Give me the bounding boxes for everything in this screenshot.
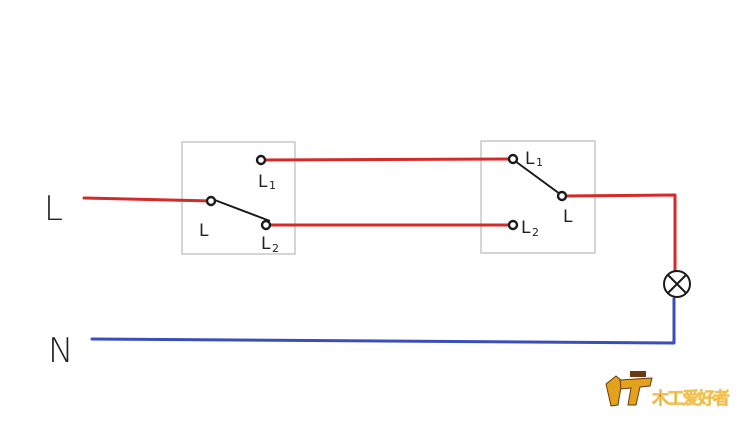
switch-1-lever — [211, 198, 271, 222]
neutral-label: N — [48, 331, 73, 371]
switch-1-label-common: L — [199, 221, 209, 241]
traveler-wire-1 — [260, 157, 514, 162]
switch-1-terminal-2 — [260, 219, 272, 231]
svg-text:2: 2 — [272, 242, 279, 255]
svg-text:L: L — [525, 149, 535, 169]
svg-text:1: 1 — [536, 156, 543, 169]
switch-2-terminal-common — [556, 190, 568, 202]
switch-1-terminal-common — [205, 195, 217, 207]
lamp-symbol-icon — [663, 270, 691, 298]
switch-1-terminal-1 — [255, 154, 267, 166]
live-wire-input — [82, 196, 214, 203]
switch-2-terminal-2 — [507, 219, 519, 231]
line-label: L — [44, 189, 63, 229]
switch-2-lever — [514, 160, 561, 195]
switch-2-label-2: L 2 — [521, 218, 539, 239]
svg-text:L: L — [261, 234, 271, 254]
svg-text:木工爱好者: 木工爱好者 — [651, 388, 730, 409]
switch-2-label-1: L 1 — [525, 149, 543, 169]
switch-2-label-common: L — [563, 207, 573, 227]
switch-1-label-1: L 1 — [258, 172, 276, 192]
switch-2-terminal-1 — [507, 153, 519, 165]
svg-text:L: L — [521, 218, 531, 238]
live-wire-to-lamp — [560, 193, 677, 272]
carpenter-logo-icon: 木工爱好者 — [605, 371, 730, 409]
neutral-wire — [90, 297, 676, 345]
svg-text:1: 1 — [269, 179, 276, 192]
svg-text:L: L — [258, 172, 268, 192]
svg-text:2: 2 — [532, 226, 539, 239]
switch-1-label-2: L 2 — [261, 234, 279, 255]
